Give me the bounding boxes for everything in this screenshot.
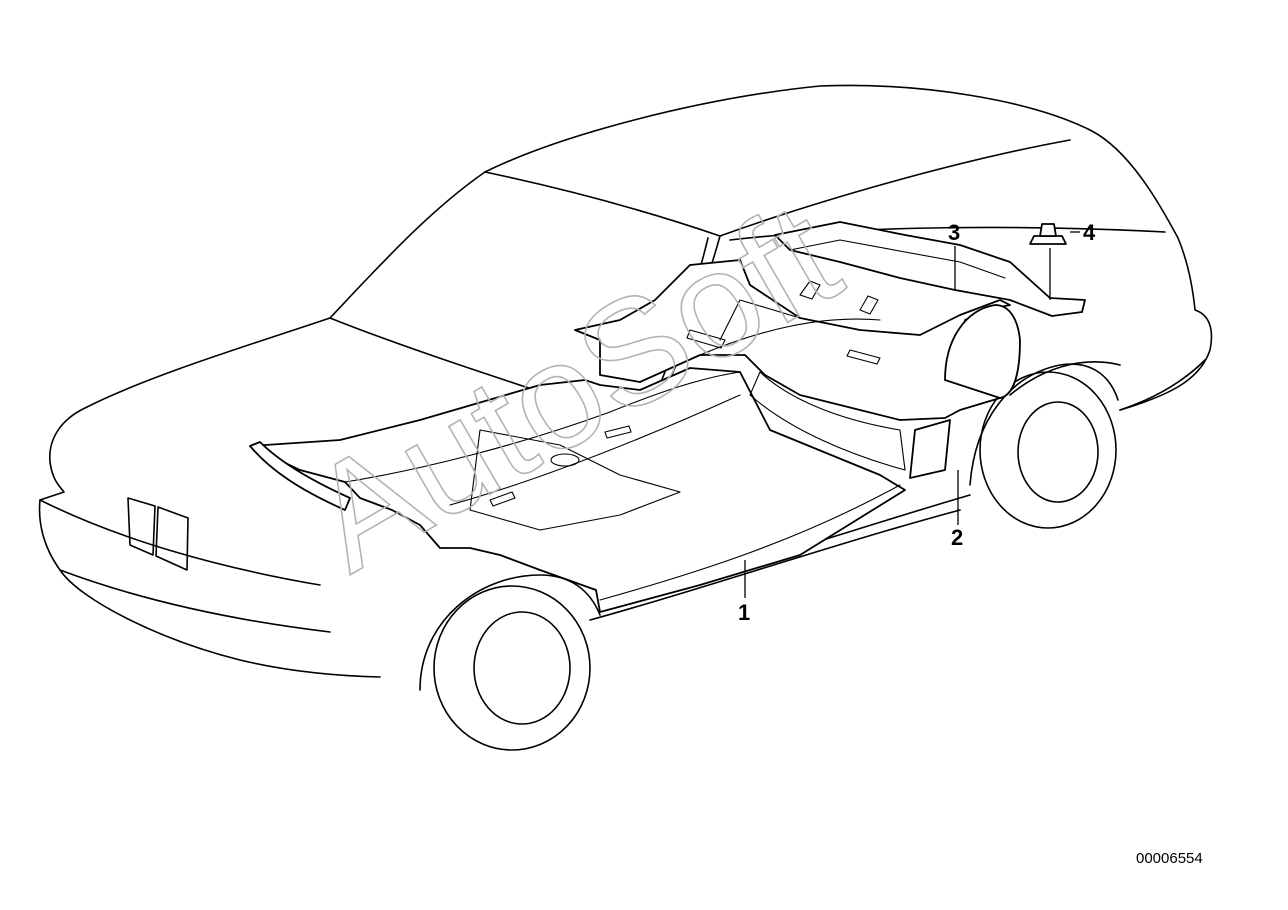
- rear-carpet-slot-a: [686, 329, 726, 349]
- clip-nut-base: [1029, 235, 1067, 245]
- front-rim: [473, 611, 571, 725]
- callout-labels: 1 2 3 4: [738, 220, 1096, 625]
- front-wheel: [419, 574, 601, 751]
- front-carpet-tunnel: [344, 371, 741, 506]
- rear-carpet-side-flap: [909, 419, 951, 479]
- rear-tire: [979, 371, 1117, 529]
- reference-number: 00006554: [1136, 850, 1203, 867]
- bumper-outline: [39, 499, 331, 633]
- front-carpet-footwell: [469, 429, 681, 531]
- rear-side-outline: [1009, 359, 1206, 411]
- hood-outline: [49, 317, 331, 463]
- front-carpet-grommet: [550, 453, 580, 467]
- clip-nut: [1029, 223, 1067, 245]
- front-floor-carpet: [249, 367, 906, 613]
- callout-3: 3: [948, 220, 960, 245]
- rear-carpet-slot-b: [846, 349, 881, 365]
- cross-panel-notch-a: [799, 280, 821, 300]
- front-carpet-sill: [599, 484, 901, 601]
- front-wheel-arch: [419, 574, 601, 691]
- rear-rim: [1017, 401, 1099, 503]
- cross-panel-shape: [774, 221, 1086, 317]
- kidney-grille-right: [155, 506, 189, 571]
- leader-lines: [744, 231, 1080, 598]
- front-face-outline: [38, 461, 381, 678]
- rear-cross-panel: [774, 221, 1086, 317]
- rear-carpet-wheel-hump: [944, 304, 1021, 399]
- rear-floor-carpet: [574, 259, 1021, 479]
- rear-carpet-seat-well: [749, 371, 906, 471]
- rear-outline: [1119, 237, 1213, 411]
- callout-4: 4: [1083, 220, 1096, 245]
- front-carpet-flap: [249, 441, 351, 511]
- cross-panel-notch-b: [859, 295, 879, 315]
- front-carpet-clip-b: [604, 425, 632, 439]
- rear-wheel: [969, 363, 1119, 529]
- callout-1: 1: [738, 600, 750, 625]
- front-carpet-clip-a: [489, 491, 516, 507]
- cross-panel-rib: [789, 239, 1006, 279]
- front-tire: [433, 585, 591, 751]
- callout-2: 2: [951, 525, 963, 550]
- clip-nut-cap: [1039, 223, 1057, 237]
- roof-outline: [329, 84, 1179, 319]
- kidney-grille-left: [127, 497, 156, 556]
- car-body-outline: [38, 84, 1213, 678]
- front-carpet-shape: [249, 367, 906, 613]
